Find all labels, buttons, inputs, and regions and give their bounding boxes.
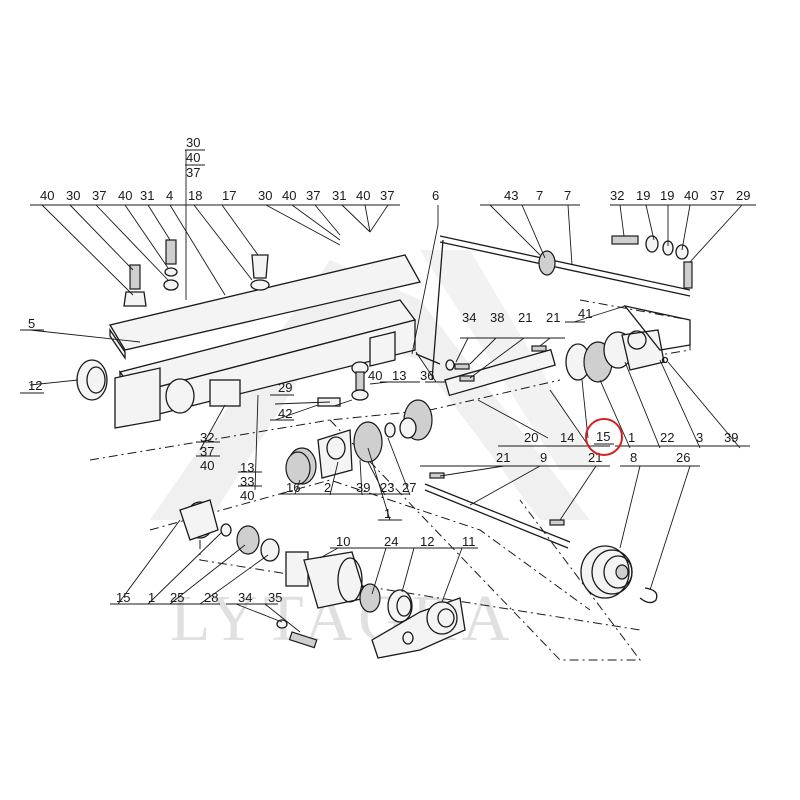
cover-plate [108,254,421,361]
callout-label: 1 [628,430,635,445]
callout-label: 26 [676,450,690,465]
callout-label: 17 [222,188,236,203]
callout-label: 40 [118,188,132,203]
callout-label: 40 [368,368,382,383]
callout-label: 21 [518,310,532,325]
highlighted-part-callout[interactable]: 15 [585,418,623,456]
callout-label: 21 [546,310,560,325]
callout-label: 43 [504,188,518,203]
callout-label: 40 [282,188,296,203]
bolt-set-top-right [611,235,693,289]
highlighted-part-number[interactable]: 15 [596,429,610,444]
callout-label: 16 [286,480,300,495]
callout-label: 28 [204,590,218,605]
callout-label: 29 [278,380,292,395]
callout-label: 3 [696,430,703,445]
mid-shaft-parts [415,345,556,397]
callout-label: 14 [560,430,574,445]
callout-label: 10 [336,534,350,549]
callout-label: 20 [524,430,538,445]
callout-label: 15 [116,590,130,605]
callout-label: 13 [240,460,254,475]
callout-label: 25 [170,590,184,605]
callout-label: 40 [684,188,698,203]
bolts-top-left [123,239,270,307]
callout-label: 9 [540,450,547,465]
callout-label: 4 [166,188,173,203]
callout-label: 5 [28,316,35,331]
callout-label: 31 [140,188,154,203]
clip-26 [639,587,658,604]
callout-label: 1 [384,506,391,521]
seal-ring-12-left [76,359,108,401]
callout-label: 37 [306,188,320,203]
callout-label: 40 [40,188,54,203]
callout-label: 39 [724,430,738,445]
bottom-parts [179,451,466,659]
gear-cluster-right [565,304,691,383]
callout-label: 7 [564,188,571,203]
shaft-9 [424,472,571,549]
callout-label: 40 [200,458,214,473]
assembly-lines [89,299,691,661]
callout-label: 35 [268,590,282,605]
callout-label: 12 [420,534,434,549]
main-housing [114,299,417,429]
callout-label: 22 [660,430,674,445]
callout-label: 13 [392,368,406,383]
callout-label: 27 [402,480,416,495]
callout-label: 12 [28,378,42,393]
callout-label: 34 [238,590,252,605]
callout-label: 41 [578,306,592,321]
callout-label: 42 [278,406,292,421]
callout-label: 23 [380,480,394,495]
callout-label: 6 [432,188,439,203]
callout-label: 37 [380,188,394,203]
pulley-8 [580,545,633,599]
callout-label: 37 [186,165,200,180]
callout-label: 37 [92,188,106,203]
callout-label: 29 [736,188,750,203]
callout-label: 21 [496,450,510,465]
leader-lines [29,150,743,633]
callout-labels: 30 40 37 40 30 37 40 31 4 18 17 30 40 37… [28,135,750,605]
callout-label: 37 [200,444,214,459]
callout-label: 31 [332,188,346,203]
callout-label: 1 [148,590,155,605]
callout-label: 7 [536,188,543,203]
callout-label: 37 [710,188,724,203]
callout-label: 30 [258,188,272,203]
callout-label: 40 [186,150,200,165]
callout-label: 39 [356,480,370,495]
callout-label: 36 [420,368,434,383]
callout-label: 40 [240,488,254,503]
callout-label: 2 [324,480,331,495]
callout-label: 40 [356,188,370,203]
callout-label: 33 [240,474,254,489]
callout-label: 11 [462,534,476,549]
shaft-7 [431,235,691,381]
callout-label: 30 [186,135,200,150]
callout-label: 24 [384,534,398,549]
label-underlines [20,149,756,605]
callout-label: 30 [66,188,80,203]
callout-label: 19 [636,188,650,203]
callout-label: 19 [660,188,674,203]
callout-label: 34 [462,310,476,325]
callout-label: 32 [610,188,624,203]
callout-label: 8 [630,450,637,465]
callout-label: 32 [200,430,214,445]
highlight-circle[interactable] [585,418,623,456]
callout-label: 18 [188,188,202,203]
callout-label: 38 [490,310,504,325]
